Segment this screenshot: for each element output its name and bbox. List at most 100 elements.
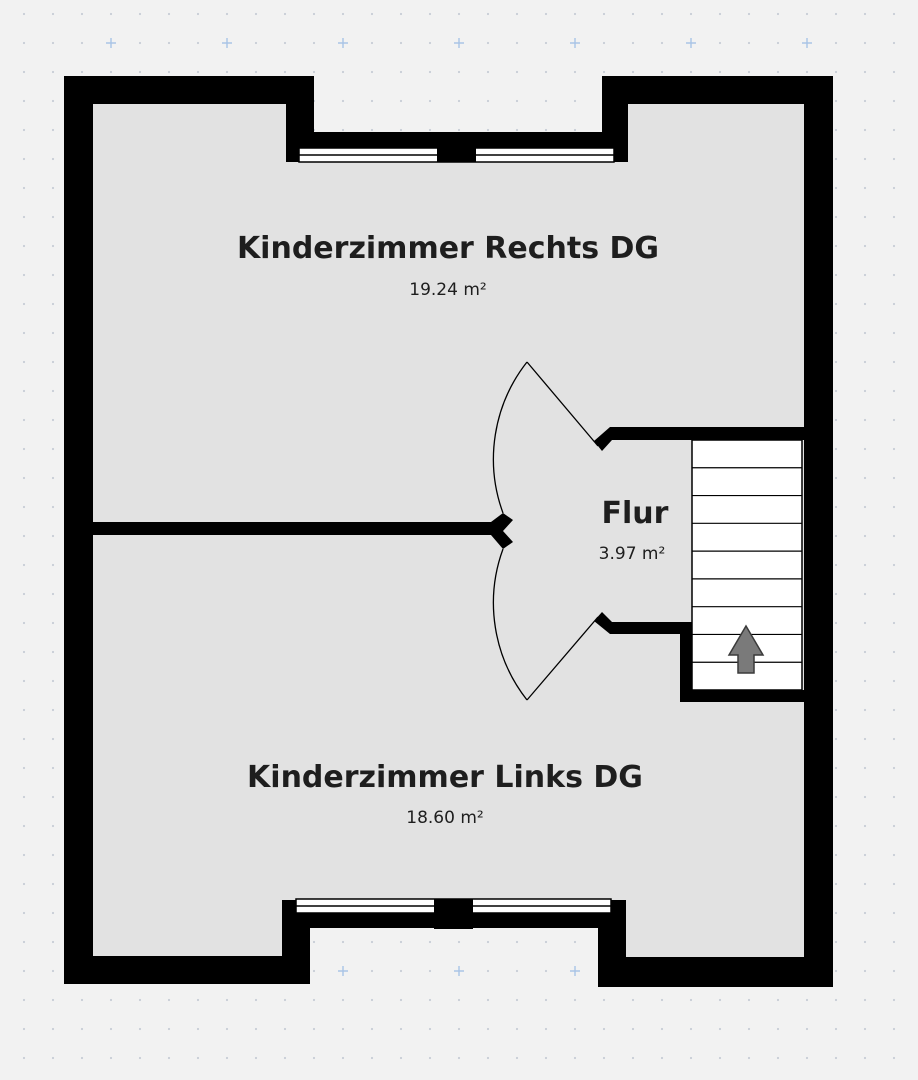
- grid-dot: [660, 41, 664, 45]
- grid-dot: [51, 911, 55, 915]
- grid-dot: [892, 737, 896, 741]
- grid-dot: [863, 360, 867, 364]
- grid-dot: [486, 1056, 490, 1060]
- grid-dot: [283, 1027, 287, 1031]
- grid-dot: [80, 1027, 84, 1031]
- grid-dot: [22, 70, 26, 74]
- grid-dot: [718, 12, 722, 16]
- room-area-flur: 3.97 m²: [599, 544, 666, 564]
- grid-dot: [718, 70, 722, 74]
- grid-dot: [51, 534, 55, 538]
- grid-dot: [80, 998, 84, 1002]
- grid-dot: [834, 302, 838, 306]
- grid-dot: [689, 12, 693, 16]
- grid-dot: [834, 331, 838, 335]
- grid-dot: [863, 418, 867, 422]
- grid-dot: [428, 12, 432, 16]
- grid-dot: [863, 795, 867, 799]
- grid-dot: [225, 998, 229, 1002]
- grid-dot: [892, 360, 896, 364]
- grid-dot: [312, 12, 316, 16]
- grid-dot: [51, 621, 55, 625]
- grid-dot: [515, 12, 519, 16]
- grid-cross: [338, 38, 348, 48]
- grid-dot: [892, 534, 896, 538]
- grid-dot: [544, 1027, 548, 1031]
- grid-dot: [863, 563, 867, 567]
- grid-dot: [863, 940, 867, 944]
- grid-cross: [570, 966, 580, 976]
- room-area-kinderzimmer-rechts: 19.24 m²: [409, 280, 486, 300]
- grid-dot: [51, 447, 55, 451]
- grid-dot: [22, 360, 26, 364]
- grid-dot: [834, 650, 838, 654]
- grid-dot: [22, 476, 26, 480]
- grid-dot: [515, 940, 519, 944]
- grid-dot: [109, 12, 113, 16]
- grid-dot: [370, 41, 374, 45]
- grid-dot: [544, 940, 548, 944]
- grid-dot: [370, 998, 374, 1002]
- grid-dot: [22, 1027, 26, 1031]
- grid-dot: [399, 1027, 403, 1031]
- grid-dot: [892, 911, 896, 915]
- grid-dot: [22, 157, 26, 161]
- grid-dot: [892, 824, 896, 828]
- grid-dot: [892, 157, 896, 161]
- grid-dot: [515, 99, 519, 103]
- grid-dot: [254, 1056, 258, 1060]
- grid-dot: [863, 853, 867, 857]
- grid-dot: [51, 273, 55, 277]
- grid-dot: [805, 1056, 809, 1060]
- grid-dot: [138, 1056, 142, 1060]
- grid-dot: [805, 998, 809, 1002]
- grid-dot: [631, 41, 635, 45]
- grid-dot: [834, 882, 838, 886]
- grid-dot: [22, 418, 26, 422]
- grid-dot: [22, 853, 26, 857]
- grid-dot: [892, 244, 896, 248]
- grid-dot: [834, 737, 838, 741]
- grid-dot: [51, 853, 55, 857]
- grid-dot: [22, 302, 26, 306]
- grid-dot: [892, 708, 896, 712]
- grid-dot: [428, 969, 432, 973]
- grid-dot: [167, 41, 171, 45]
- grid-dot: [863, 766, 867, 770]
- grid-dot: [689, 1027, 693, 1031]
- grid-dot: [689, 1056, 693, 1060]
- grid-dot: [863, 824, 867, 828]
- grid-dot: [22, 998, 26, 1002]
- grid-dot: [312, 1027, 316, 1031]
- grid-dot: [283, 41, 287, 45]
- grid-dot: [544, 41, 548, 45]
- grid-dot: [631, 1027, 635, 1031]
- grid-dot: [167, 12, 171, 16]
- grid-dot: [80, 70, 84, 74]
- grid-dot: [428, 1056, 432, 1060]
- grid-dot: [834, 563, 838, 567]
- grid-dot: [805, 12, 809, 16]
- grid-dot: [22, 331, 26, 335]
- grid-dot: [834, 12, 838, 16]
- grid-dot: [892, 969, 896, 973]
- grid-dot: [602, 1056, 606, 1060]
- grid-dot: [51, 505, 55, 509]
- grid-dot: [515, 70, 519, 74]
- grid-dot: [428, 998, 432, 1002]
- grid-dot: [399, 128, 403, 132]
- grid-dot: [428, 70, 432, 74]
- grid-dot: [486, 998, 490, 1002]
- grid-dot: [892, 476, 896, 480]
- grid-dot: [515, 998, 519, 1002]
- grid-dot: [51, 1027, 55, 1031]
- divider-wall: [93, 513, 513, 549]
- grid-dot: [341, 940, 345, 944]
- room-name-kinderzimmer-rechts: Kinderzimmer Rechts DG: [237, 231, 659, 266]
- grid-dot: [660, 1056, 664, 1060]
- grid-dot: [51, 302, 55, 306]
- grid-dot: [892, 766, 896, 770]
- grid-dot: [863, 476, 867, 480]
- grid-dot: [486, 70, 490, 74]
- grid-dot: [196, 1027, 200, 1031]
